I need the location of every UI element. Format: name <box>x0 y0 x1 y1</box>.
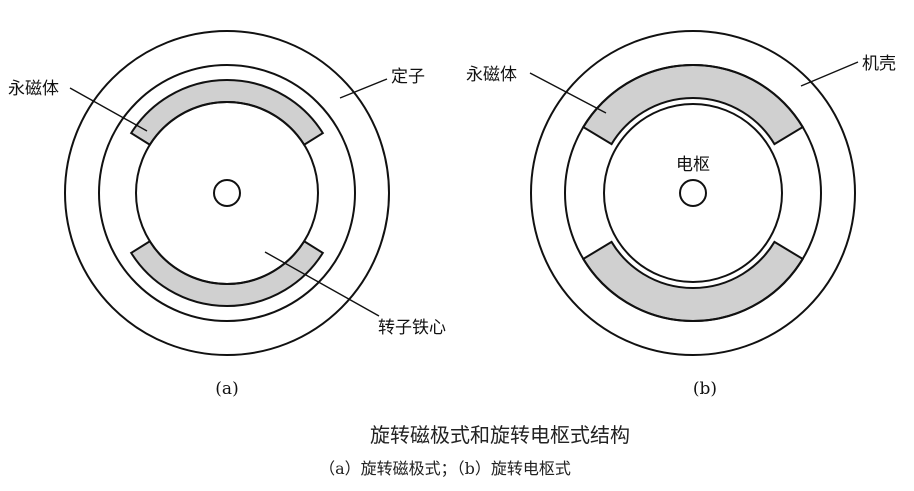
label-stator: 定子 <box>391 67 425 87</box>
shaft-circle <box>679 179 707 207</box>
housing-leader-line <box>800 61 859 87</box>
figure-caption-title: 旋转磁极式和旋转电枢式结构 <box>370 423 630 447</box>
magnet-leader-line <box>529 72 607 114</box>
label-housing: 机壳 <box>862 54 896 74</box>
stator-outer-circle <box>64 30 390 356</box>
permanent-magnet-bottom <box>129 239 325 307</box>
label-rotor-core: 转子铁心 <box>378 318 446 338</box>
figure-a-rotating-pole: 永磁体 定子 转子铁心 (a) <box>8 30 446 399</box>
armature-circle <box>603 103 783 283</box>
stator-leader-line <box>339 78 388 99</box>
label-magnet: 永磁体 <box>466 65 517 85</box>
label-magnet: 永磁体 <box>8 79 59 99</box>
figure-caption-subtitle: （a）旋转磁极式；（b）旋转电枢式 <box>319 459 571 478</box>
figure-b-rotating-armature: 永磁体 机壳 电枢 (b) <box>466 30 896 399</box>
sublabel-a: (a) <box>215 379 238 399</box>
label-armature: 电枢 <box>676 155 710 175</box>
permanent-magnet-top <box>129 79 325 147</box>
stator-inner-circle <box>98 64 356 322</box>
housing-outer-circle <box>530 30 856 356</box>
magnet-leader-line <box>69 87 148 132</box>
rotor-core-circle <box>135 101 319 285</box>
rotor-core-leader-line <box>264 251 380 317</box>
housing-inner-circle <box>564 64 822 322</box>
sublabel-b: (b) <box>693 379 717 399</box>
shaft-circle <box>213 179 241 207</box>
